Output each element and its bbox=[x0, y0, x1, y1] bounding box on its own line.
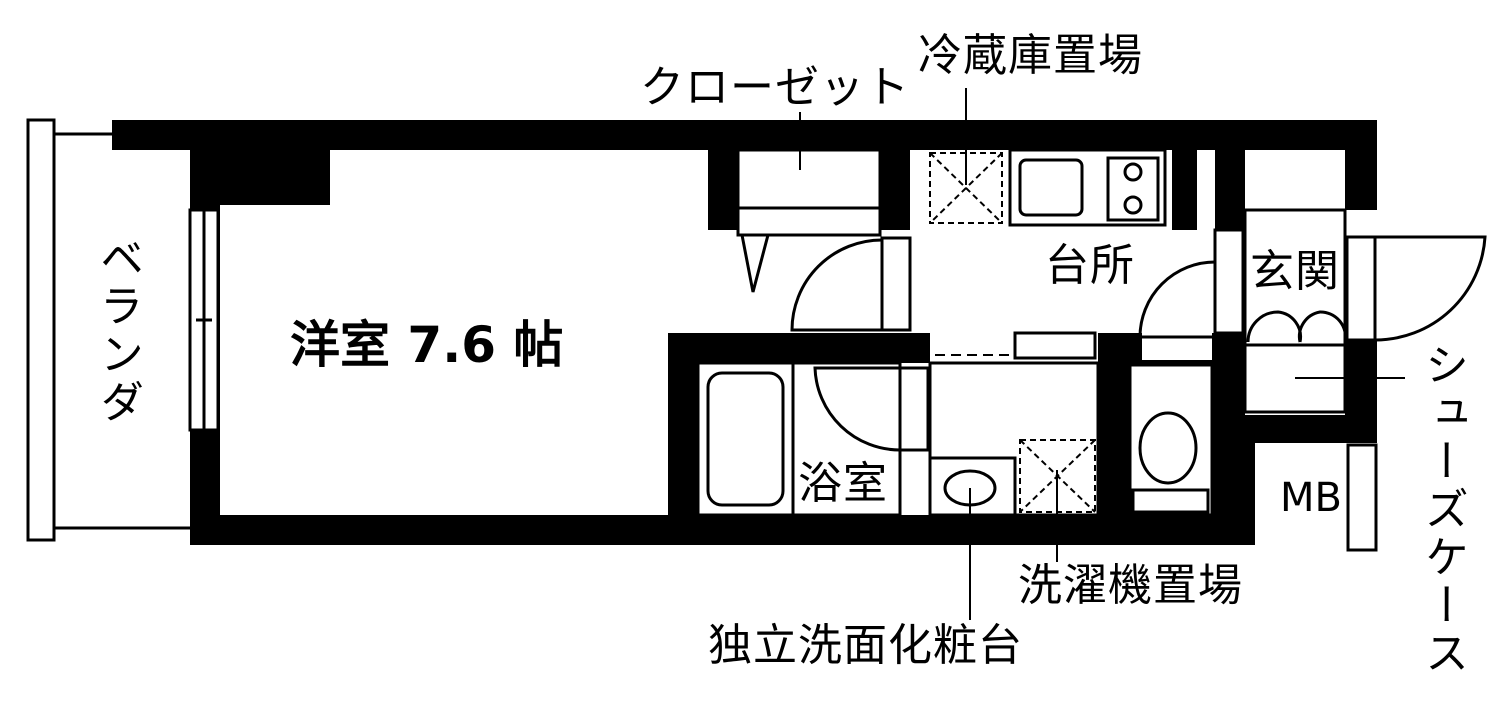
bathroom-label: 浴室 bbox=[798, 458, 888, 509]
balcony-label: ベランダ bbox=[92, 235, 143, 427]
leader-lines bbox=[799, 88, 1058, 620]
vanity-label: 独立洗面化粧台 bbox=[708, 620, 1023, 671]
washroom bbox=[928, 331, 1100, 517]
balcony-railing bbox=[26, 118, 190, 542]
shoe-case-label: シューズケース bbox=[1417, 342, 1468, 678]
washer-space-label: 洗濯機置場 bbox=[1018, 560, 1243, 611]
entrance-floor bbox=[1243, 208, 1347, 414]
closet-label: クローゼット bbox=[640, 62, 910, 113]
room-window bbox=[188, 208, 220, 432]
bathroom-floor bbox=[791, 361, 902, 517]
fridge-space-label: 冷蔵庫置場 bbox=[918, 30, 1143, 81]
mb-panel bbox=[1346, 443, 1378, 552]
western-room-label: 洋室 7.6 帖 bbox=[290, 316, 564, 374]
entrance-label: 玄関 bbox=[1250, 246, 1340, 297]
bathtub bbox=[696, 361, 795, 517]
kitchen-counter bbox=[1008, 148, 1167, 227]
walls bbox=[112, 120, 1377, 545]
closet-unit bbox=[736, 148, 882, 293]
mb-label: MB bbox=[1280, 475, 1342, 521]
kitchen-label: 台所 bbox=[1045, 240, 1135, 291]
toilet bbox=[1128, 363, 1214, 517]
doors bbox=[790, 228, 1487, 452]
